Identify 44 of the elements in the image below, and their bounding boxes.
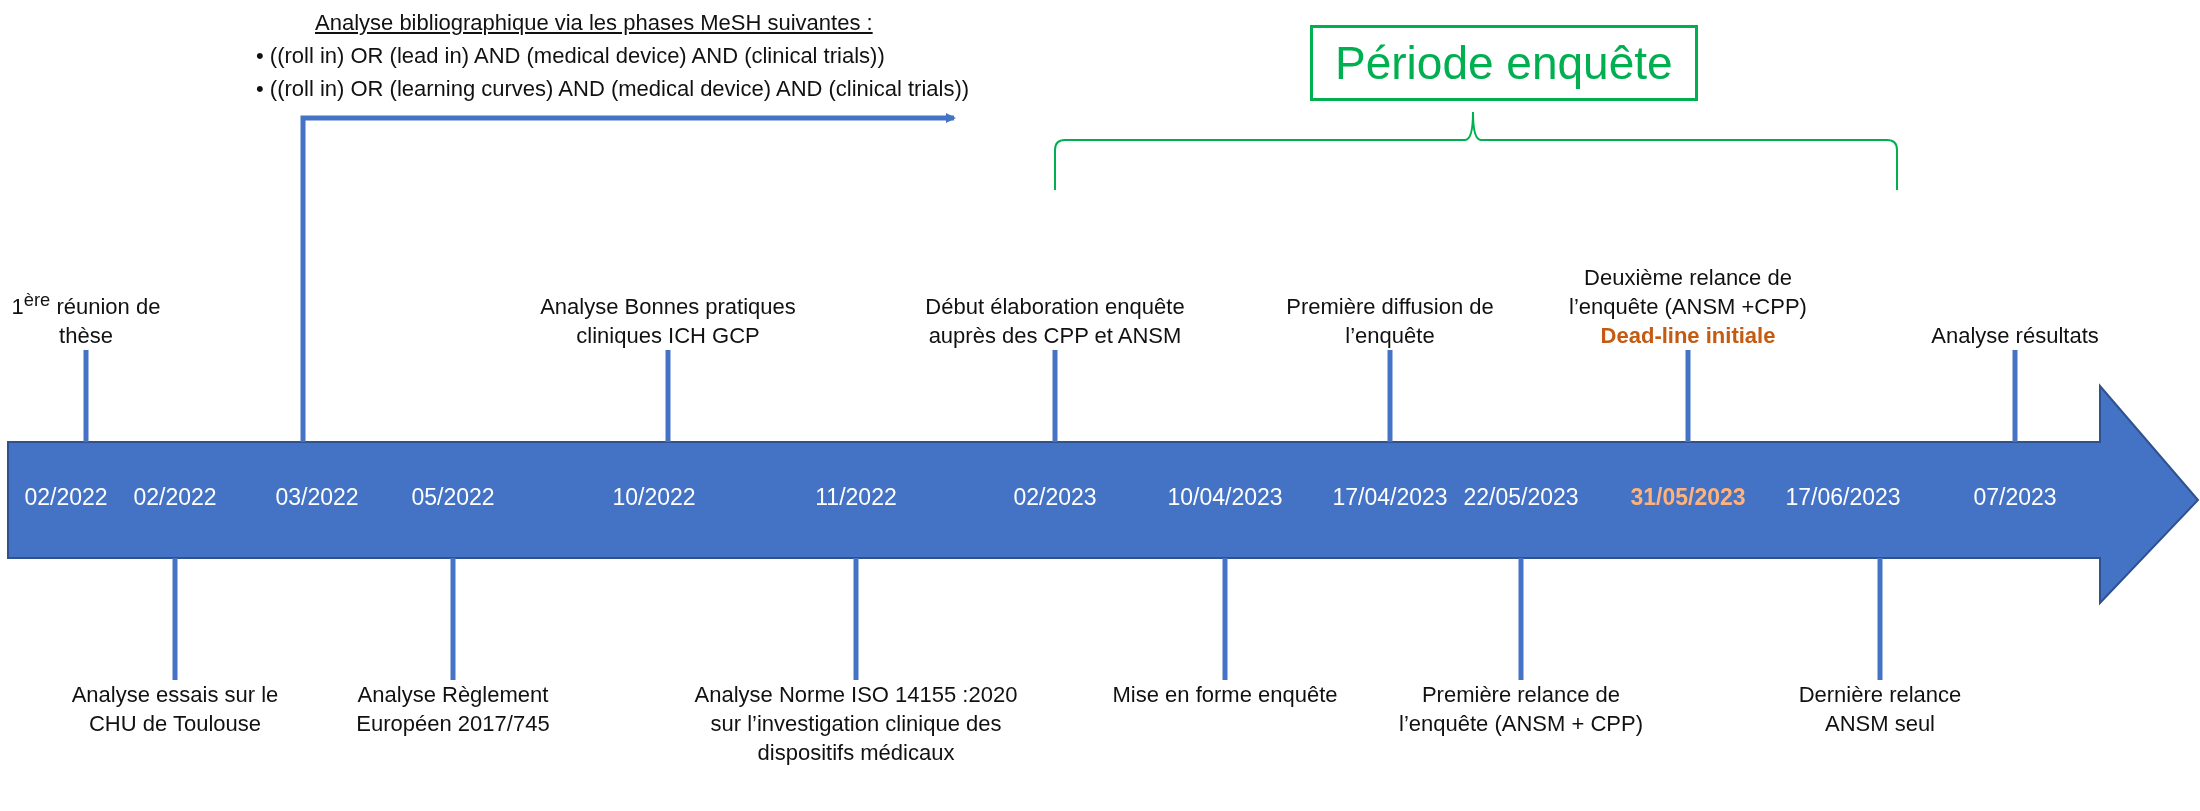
date-label: 05/2022: [411, 484, 495, 511]
date-label: 07/2023: [1973, 484, 2057, 511]
connector-line: [853, 558, 859, 680]
date-label: 10/2022: [612, 484, 696, 511]
arrow: [300, 113, 956, 442]
date-label: 02/2023: [1013, 484, 1097, 511]
connector-line: [1052, 350, 1058, 442]
date-label: 17/06/2023: [1785, 484, 1901, 511]
date-label: 10/04/2023: [1167, 484, 1283, 511]
event-text: Dernière relance ANSM seul: [1765, 680, 1995, 739]
event-text: Analyse Règlement Européen 2017/745: [323, 680, 583, 739]
connector-line: [1387, 350, 1393, 442]
connector-line: [1685, 350, 1691, 442]
event-text: 1$^{ère}$ réunion de thèse: [2, 287, 170, 350]
connector-line: [172, 558, 178, 680]
connector-line: [1518, 558, 1524, 680]
date-label: 17/04/2023: [1332, 484, 1448, 511]
event-text: Analyse Norme ISO 14155 :2020 sur l’investigation clinique des dispositifs médicaux: [686, 680, 1026, 768]
connector-line: [450, 558, 456, 680]
bullet-item: • ((roll in) OR (lead in) AND (medical device) AND (clinical trials)): [256, 42, 886, 70]
bullet-item: • ((roll in) OR (learning curves) AND (medical device) AND (clinical trials)): [256, 75, 971, 103]
connector-line: [2012, 350, 2018, 442]
connector-line: [1877, 558, 1883, 680]
date-label: 03/2022: [275, 484, 359, 511]
timeline-arrow: [7, 383, 2200, 606]
date-label: 11/2022: [815, 484, 897, 511]
event-text: Début élaboration enquête auprès des CPP et ANSM: [920, 291, 1190, 350]
connector-line: [665, 350, 671, 442]
event-text: Analyse Bonnes pratiques cliniques ICH GCP: [538, 291, 798, 350]
event-text: Première relance de l’enquête (ANSM + CPP): [1376, 680, 1666, 739]
event-text: Analyse résultats: [1905, 320, 2125, 350]
date-label: 02/2022: [133, 484, 217, 511]
connector-line: [1222, 558, 1228, 680]
date-label: 02/2022: [24, 484, 108, 511]
event-text: Mise en forme enquête: [1095, 680, 1355, 710]
event-text: Deuxième relance de l’enquête (ANSM +CPP): [1568, 263, 1808, 321]
event-text: Analyse essais sur le CHU de Toulouse: [45, 680, 305, 739]
date-label: 22/05/2023: [1463, 484, 1579, 511]
period-box: Période enquête: [1310, 25, 1698, 101]
connector-line: [83, 350, 89, 442]
event-text: Première diffusion de l’enquête: [1260, 291, 1520, 350]
deadline-text: Dead-line initiale: [1599, 321, 1777, 350]
section-heading: Analyse bibliographique via les phases MeSH suivantes :: [315, 9, 874, 37]
date-label: 31/05/2023: [1630, 484, 1746, 511]
